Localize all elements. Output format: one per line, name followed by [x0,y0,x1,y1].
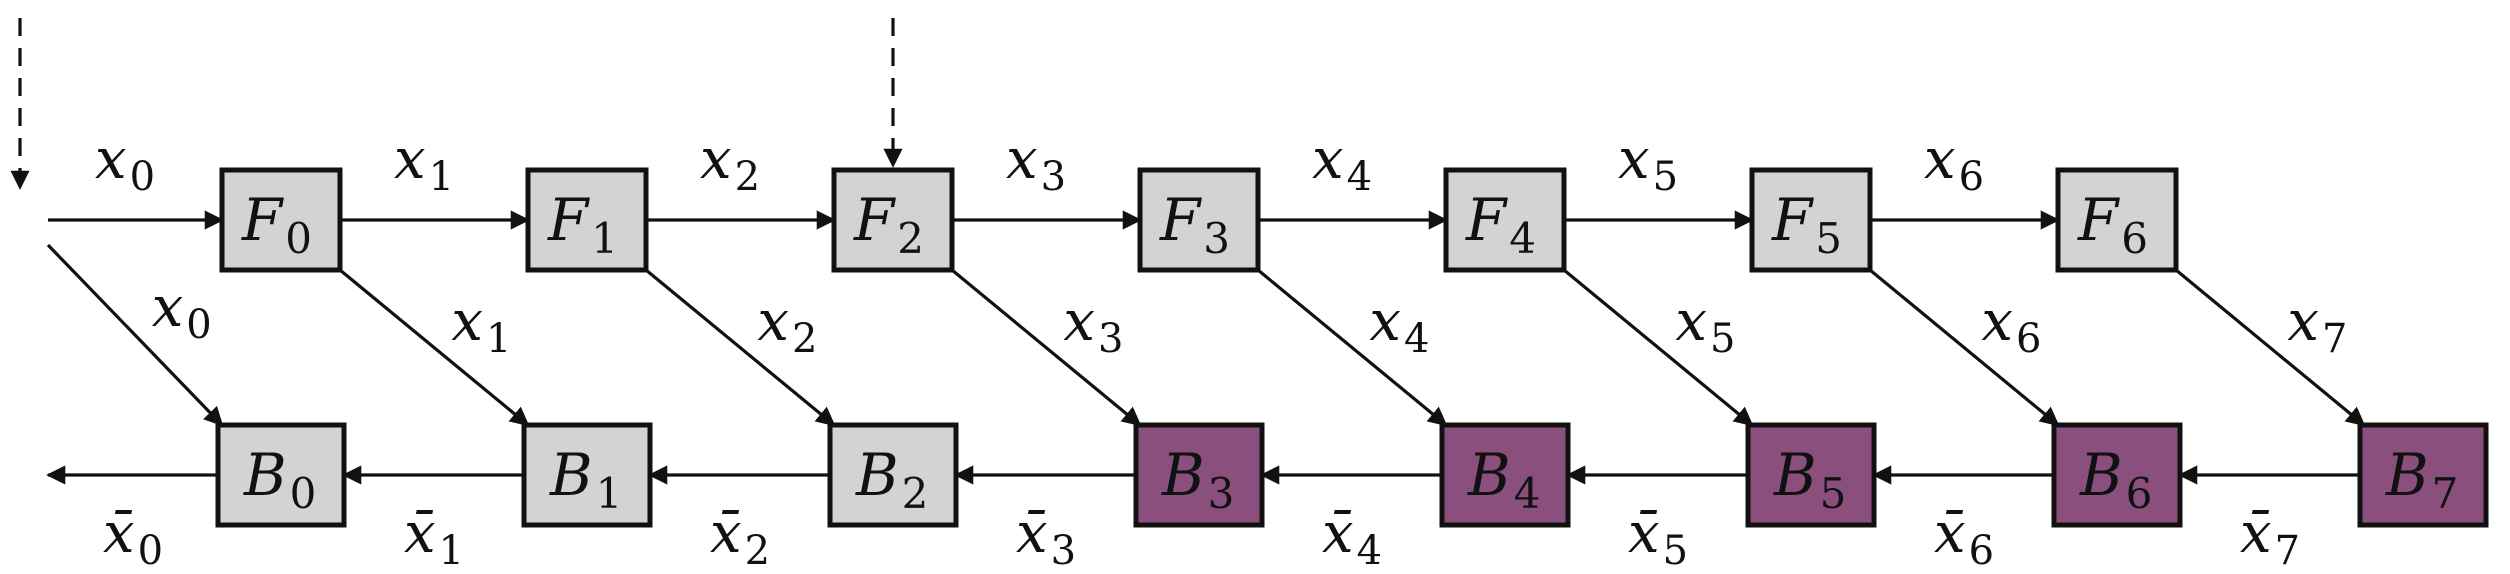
backward-node-B2: B2 [827,422,959,528]
backward-edge-label: x̄5 [1628,501,1688,574]
backward-node-box [521,422,653,528]
forward-node-label: F5 [1771,186,1842,263]
forward-node-box [1443,167,1567,273]
backward-node-label: B1 [549,441,622,518]
backward-node-B0: B0 [215,422,347,528]
diagonal-edge-label: x4 [1369,289,1429,362]
backward-edge-label: x̄3 [1016,501,1076,574]
backward-node-box [2357,422,2489,528]
forward-edge-label: x0 [95,127,155,200]
forward-node-box [525,167,649,273]
diagonal-edge [1562,268,1754,427]
forward-node-box [831,167,955,273]
forward-node-label: F3 [1159,186,1230,263]
diagonal-edge [1868,268,2060,427]
backward-edge-label: x̄7 [2240,501,2300,574]
forward-node-label: F4 [1465,186,1536,263]
backward-node-label: B2 [855,441,928,518]
backward-node-label: B3 [1161,441,1234,518]
diagonal-edge-label: x0 [152,275,212,348]
backward-node-label: B7 [2385,441,2458,518]
forward-node-F4: F4 [1443,167,1567,273]
forward-node-F2: F2 [831,167,955,273]
forward-node-F3: F3 [1137,167,1261,273]
backward-node-B6: B6 [2051,422,2183,528]
backward-edge-label: x̄2 [710,501,770,574]
forward-node-box [2055,167,2179,273]
forward-edge-label: x5 [1618,127,1678,200]
diagonal-edge [46,243,224,427]
backward-edge-label: x̄6 [1934,501,1994,574]
backward-edge-label: x̄4 [1322,501,1382,574]
forward-node-label: F6 [2077,186,2148,263]
forward-node-F6: F6 [2055,167,2179,273]
backward-node-box [2051,422,2183,528]
diagonal-edge-label: x2 [757,289,817,362]
diagonal-edge-label: x3 [1063,289,1123,362]
diagonal-edge [1256,268,1448,427]
forward-node-label: F0 [241,186,312,263]
forward-node-box [1749,167,1873,273]
diagonal-edge [644,268,836,427]
backward-node-label: B0 [243,441,316,518]
diagonal-edge-label: x7 [2287,289,2347,362]
forward-edge-label: x3 [1006,127,1066,200]
backward-edge-label: x̄1 [404,501,464,574]
forward-node-box [1137,167,1261,273]
diagonal-edge-label: x1 [451,289,511,362]
backward-node-label: B4 [1467,441,1540,518]
forward-edge-label: x1 [394,127,454,200]
backward-node-B4: B4 [1439,422,1571,528]
backward-node-box [827,422,959,528]
backward-node-label: B6 [2079,441,2152,518]
backward-node-B1: B1 [521,422,653,528]
forward-node-F1: F1 [525,167,649,273]
edges [10,18,2366,485]
forward-node-F5: F5 [1749,167,1873,273]
backward-node-B5: B5 [1745,422,1877,528]
backward-node-label: B5 [1773,441,1846,518]
backward-edge-label: x̄0 [103,501,163,574]
diagonal-edge [338,268,530,427]
backward-node-box [1745,422,1877,528]
forward-edge-label: x6 [1924,127,1984,200]
backward-node-box [1439,422,1571,528]
diagonal-edge [950,268,1142,427]
diagonal-edge-label: x5 [1675,289,1735,362]
forward-node-label: F1 [547,186,618,263]
backward-node-B7: B7 [2357,422,2489,528]
forward-edge-label: x2 [700,127,760,200]
diagonal-edge-label: x6 [1981,289,2041,362]
forward-node-label: F2 [853,186,924,263]
forward-edge-label: x4 [1312,127,1372,200]
backward-node-box [1133,422,1265,528]
backward-node-B3: B3 [1133,422,1265,528]
edge-labels: x0 x1 x2 x3 x4 x5 x6 x0 x1 x2 x3 x4 x5 x6 x7 x̄0 x̄1 x̄2 x… [95,127,2347,574]
forward-node-box [219,167,343,273]
forward-node-F0: F0 [219,167,343,273]
diagonal-edge [2174,268,2366,427]
backward-node-box [215,422,347,528]
